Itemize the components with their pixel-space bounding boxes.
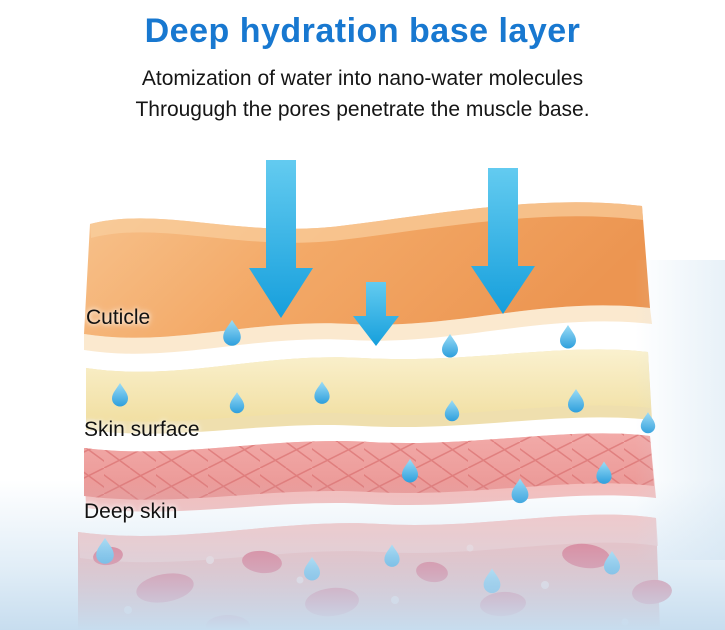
down-arrow-icon [353, 282, 399, 346]
skin-surface-layer [86, 349, 652, 434]
down-arrow-icon [471, 168, 535, 314]
label-skin-surface: Skin surface [84, 418, 200, 441]
page-title: Deep hydration base layer [144, 12, 581, 50]
down-arrows [249, 160, 535, 346]
subtitle-line-2: Througugh the pores penetrate the muscle… [135, 98, 590, 121]
water-droplet-icon [560, 325, 576, 349]
down-arrow-icon [249, 160, 313, 318]
label-deep-skin: Deep skin [84, 500, 178, 523]
label-cuticle: Cuticle [86, 306, 151, 329]
deep-skin-layer [78, 514, 672, 630]
subtitle-line-1: Atomization of water into nano-water mol… [141, 67, 584, 90]
water-droplet-icon [442, 334, 458, 358]
